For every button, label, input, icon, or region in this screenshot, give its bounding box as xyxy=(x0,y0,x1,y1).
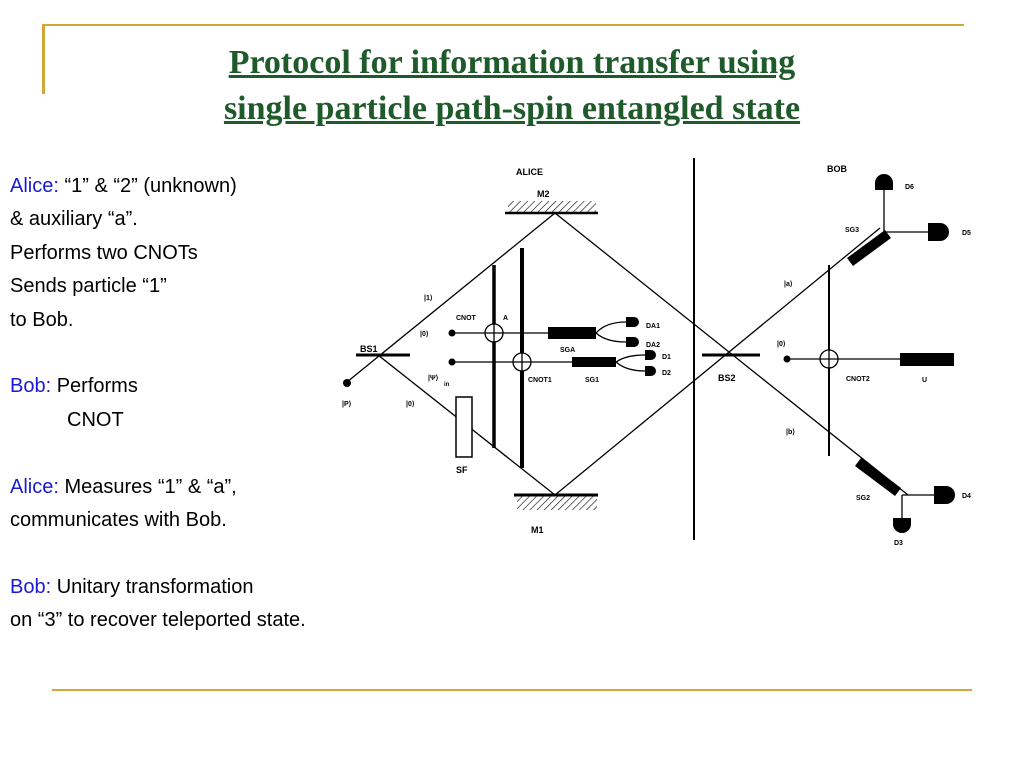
spin-flipper-sf xyxy=(455,396,473,458)
label-ket-0-bob: |0⟩ xyxy=(777,340,786,348)
label-cnot1: CNOT1 xyxy=(528,377,552,384)
label-cnot2: CNOT2 xyxy=(846,376,870,383)
detector-da1 xyxy=(626,317,639,327)
detector-d3 xyxy=(893,518,911,533)
text-line-4: Sends particle “1” xyxy=(10,275,167,298)
label-ket-0-left: |0⟩ xyxy=(406,400,415,408)
label-a: A xyxy=(503,315,508,322)
detector-d1 xyxy=(645,350,656,360)
label-ket-b-bob: |b⟩ xyxy=(786,428,795,436)
cnot-a-gate xyxy=(448,323,548,343)
cnot1-gate xyxy=(448,352,572,372)
sg3-magnet xyxy=(847,229,891,267)
mirror-m1 xyxy=(514,493,598,510)
label-d3: D3 xyxy=(894,540,903,547)
cnot2-gate xyxy=(783,349,900,369)
role-bob: Bob: xyxy=(10,375,52,398)
text-line-2: & auxiliary “a”. xyxy=(10,208,138,231)
label-sg1: SG1 xyxy=(585,377,599,384)
slide-title: Protocol for information transfer using … xyxy=(100,40,924,132)
text-line-11: communicates with Bob. xyxy=(10,509,227,532)
svg-text:|Ψ⟩: |Ψ⟩ xyxy=(428,374,439,382)
text-line-8: CNOT xyxy=(67,408,124,431)
accent-rule-vertical xyxy=(42,24,45,94)
label-sf: SF xyxy=(456,465,468,475)
sga-magnet xyxy=(548,327,596,339)
sga-outputs xyxy=(595,321,627,343)
label-sg2: SG2 xyxy=(856,495,870,502)
label-sg3: SG3 xyxy=(845,227,859,234)
label-da1: DA1 xyxy=(646,323,660,330)
detector-d5 xyxy=(928,223,949,241)
label-d6: D6 xyxy=(905,184,914,191)
label-d4: D4 xyxy=(962,493,971,500)
title-line-2: single particle path-spin entangled stat… xyxy=(223,90,801,127)
label-ket-0-a: |0⟩ xyxy=(420,330,429,338)
label-d2: D2 xyxy=(662,370,671,377)
role-alice: Alice: xyxy=(10,475,59,498)
label-u: U xyxy=(922,377,927,384)
role-alice: Alice: xyxy=(10,175,59,197)
text-line-7: Bob: Performs xyxy=(10,375,138,398)
label-ket-psi-in: |Ψ⟩ in xyxy=(428,374,450,388)
role-bob: Bob: xyxy=(10,575,52,598)
sg2-outputs xyxy=(901,494,934,518)
label-cnot-a: CNOT xyxy=(456,315,477,322)
text-line-3: Performs two CNOTs xyxy=(10,241,198,264)
label-ket-a-bob: |a⟩ xyxy=(784,280,793,288)
text-line-14: on “3” to recover teleported state. xyxy=(10,609,306,632)
text-line-13: Bob: Unitary transformation xyxy=(10,575,254,598)
label-ket-p-in: |P⟩ xyxy=(342,400,352,408)
mirror-m2 xyxy=(505,201,598,215)
sg2-magnet xyxy=(855,458,901,496)
text-line-10: Alice: Measures “1” & “a”, xyxy=(10,475,237,498)
text-line-5: to Bob. xyxy=(10,308,74,331)
detector-da2 xyxy=(626,337,639,347)
text-line-1: Alice: “1” & “2” (unknown) xyxy=(10,175,237,197)
protocol-description: Alice: “1” & “2” (unknown) & auxiliary “… xyxy=(10,170,410,638)
label-sga: SGA xyxy=(560,347,575,354)
label-bs2: BS2 xyxy=(718,373,736,383)
sg1-outputs xyxy=(615,354,646,372)
sg3-outputs xyxy=(883,190,928,233)
unitary-u-block xyxy=(900,353,954,366)
detector-d2 xyxy=(645,366,656,376)
label-ket-1-in: |1⟩ xyxy=(424,294,433,302)
svg-text:in: in xyxy=(444,382,450,388)
label-bob: BOB xyxy=(827,164,848,174)
accent-rule-top xyxy=(42,24,964,26)
title-line-1: Protocol for information transfer using xyxy=(228,44,796,81)
label-d1: D1 xyxy=(662,354,671,361)
label-da2: DA2 xyxy=(646,342,660,349)
label-m1: M1 xyxy=(531,525,544,535)
accent-rule-bottom xyxy=(52,689,972,691)
label-m2: M2 xyxy=(537,189,550,199)
sg1-magnet xyxy=(572,357,616,367)
input-source-dot xyxy=(343,379,351,387)
detector-d6 xyxy=(875,174,893,190)
label-alice: ALICE xyxy=(516,167,543,177)
detector-d4 xyxy=(934,486,955,504)
label-d5: D5 xyxy=(962,230,971,237)
label-bs1: BS1 xyxy=(360,344,378,354)
